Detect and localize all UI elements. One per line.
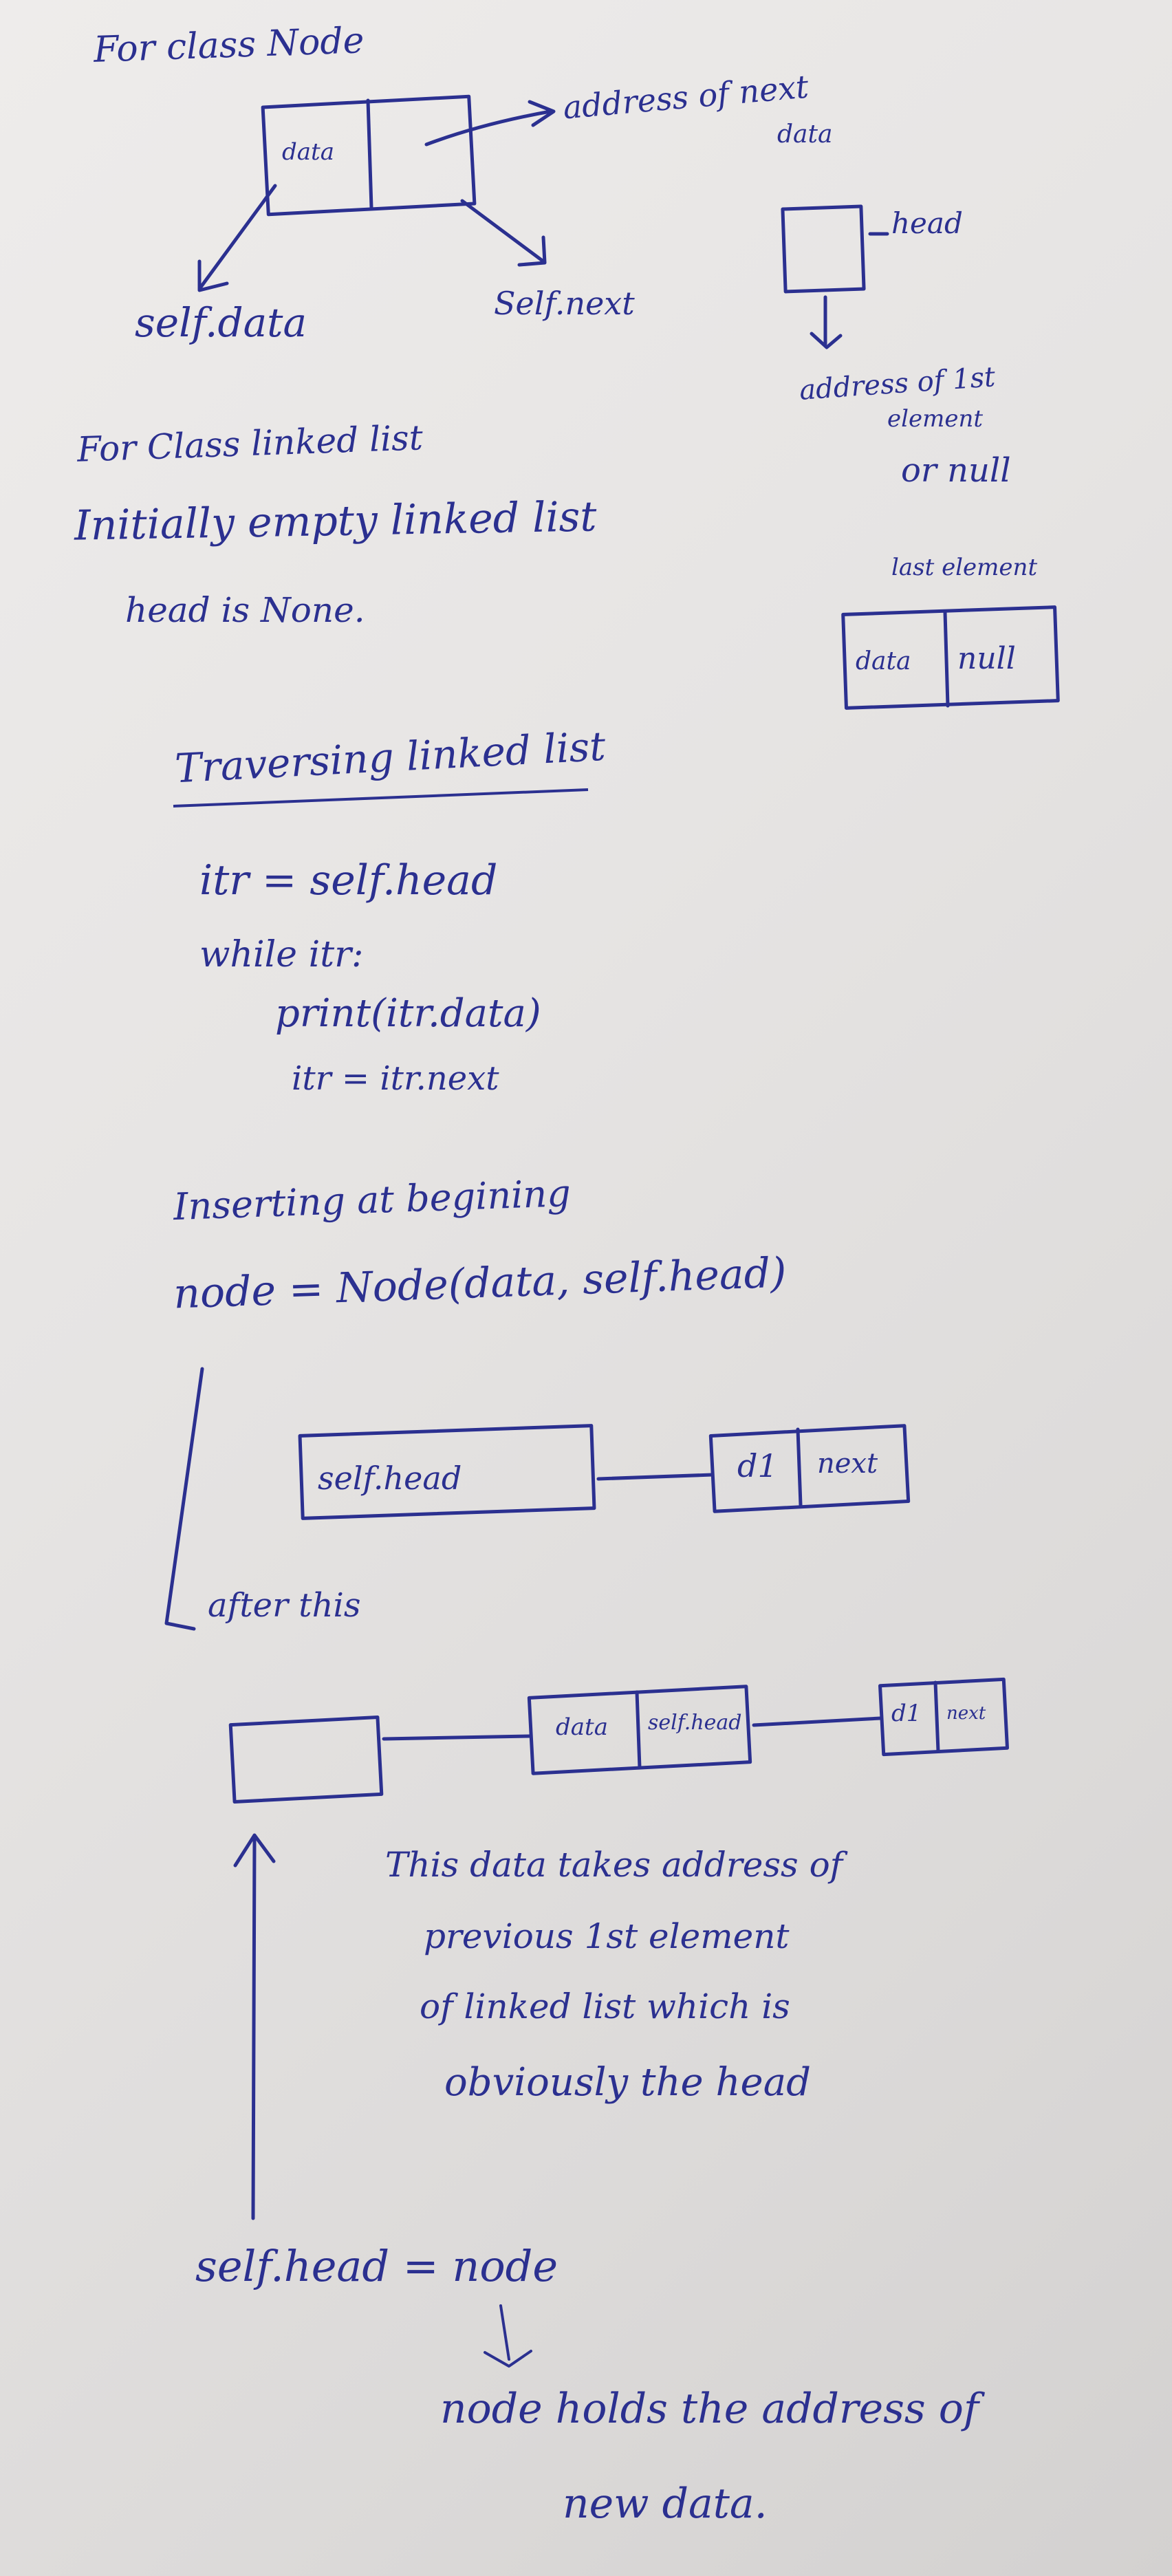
node-box (261, 94, 477, 217)
result-line-1: node holds the address of (440, 2385, 979, 2433)
node-heading: For class Node (93, 20, 365, 71)
head-addr-line-3: or null (901, 451, 1011, 490)
box4-a-text: d1 (891, 1700, 922, 1727)
self-next-label: Self.next (494, 285, 635, 322)
self-data-label: self.data (135, 299, 307, 346)
box4-b-text: next (946, 1703, 986, 1724)
note-line-2: previous 1st element (424, 1916, 790, 1956)
traverse-code-4: itr = itr.next (292, 1059, 499, 1098)
head-addr-line-2: element (887, 405, 984, 433)
arrow-address-of-next (424, 100, 556, 147)
note-line-3: of linked list which is (420, 1987, 790, 2026)
box1-text: self.head (318, 1460, 462, 1497)
head-box (781, 204, 889, 349)
traverse-code-2: while itr: (199, 934, 364, 975)
traverse-code-3: print(itr.data) (275, 991, 541, 1036)
head-label: head (891, 206, 963, 240)
after-this-text: after this (208, 1586, 361, 1625)
linked-list-line-2: head is None. (125, 590, 365, 630)
node-box-data-text: data (282, 138, 334, 166)
box3-a-text: data (556, 1713, 608, 1741)
address-of-next-label-2: data (777, 120, 833, 149)
result-line-2: new data. (563, 2480, 768, 2528)
arrow-up-node (233, 1833, 276, 2220)
arrow-self-next (460, 199, 547, 267)
insert-diagram-2 (228, 1677, 1009, 1804)
last-element-box (841, 605, 1060, 710)
assign-text: self.head = node (195, 2241, 558, 2291)
box2-a-text: d1 (737, 1447, 778, 1484)
traverse-code-1: itr = self.head (199, 856, 498, 905)
box3-b-text: self.head (648, 1711, 742, 1735)
last-box-data-text: data (856, 647, 911, 675)
arrow-down-result (484, 2304, 532, 2368)
note-line-4: obviously the head (444, 2060, 811, 2105)
last-box-null-text: null (957, 641, 1016, 676)
linked-list-line-1: Initially empty linked list (74, 493, 598, 550)
last-element-label: last element (891, 554, 1038, 581)
note-line-1: This data takes address of (385, 1845, 843, 1885)
arrow-self-data (197, 184, 277, 292)
traversing-underline (173, 788, 589, 808)
box2-b-text: next (817, 1448, 878, 1480)
insert-diagram-1 (164, 1367, 911, 1631)
